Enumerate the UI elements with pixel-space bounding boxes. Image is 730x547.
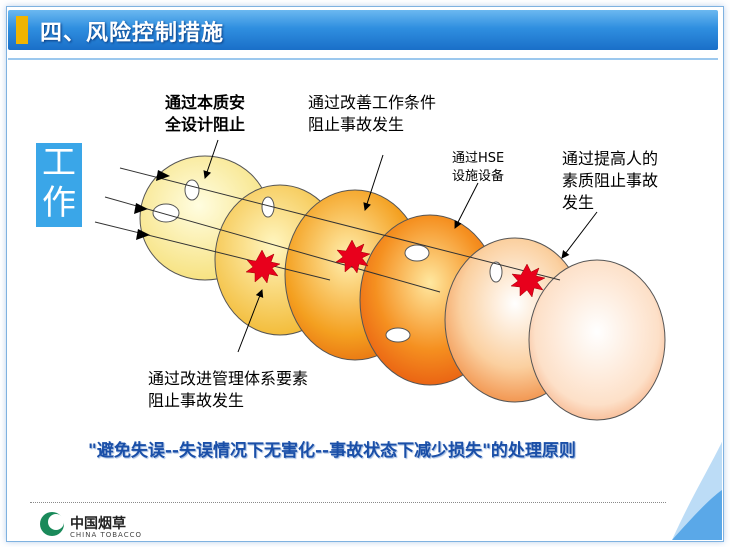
logo-inner	[48, 514, 64, 530]
principle-statement: "避免失误--失误情况下无害化--事故状态下减少损失"的处理原则	[88, 441, 576, 461]
pointer-arrow	[203, 139, 219, 179]
page-curl	[672, 442, 722, 540]
label-management-system: 通过改进管理体系要素 阻止事故发生	[148, 368, 308, 412]
page-title: 四、风险控制措施	[40, 21, 225, 46]
label-line: 阻止事故发生	[308, 115, 405, 134]
title-bar	[8, 10, 718, 50]
hole	[184, 179, 200, 201]
accident-spark-icon	[335, 239, 371, 274]
title-underline	[8, 58, 718, 60]
hazard-arrow-head	[134, 203, 148, 214]
label-line: 阻止事故发生	[148, 391, 245, 410]
pointer-arrow	[561, 211, 598, 259]
pointer-arrow	[454, 182, 479, 229]
work-label-line1: 工	[42, 143, 76, 183]
accident-spark-icon	[245, 249, 281, 284]
label-line: 通过提高人的	[562, 149, 659, 168]
footer-divider	[30, 502, 666, 503]
pointer-arrow	[237, 289, 264, 353]
work-label-line2: 作	[42, 183, 76, 223]
label-work-conditions: 通过改善工作条件 阻止事故发生	[308, 92, 436, 136]
hole	[152, 203, 180, 223]
accident-spark-icon	[510, 263, 546, 298]
label-line: 设施设备	[452, 169, 505, 184]
label-line: 通过HSE	[452, 151, 505, 166]
label-inherent-design: 通过本质安 全设计阻止	[165, 92, 245, 136]
label-line: 通过改善工作条件	[308, 93, 437, 112]
label-line: 通过改进管理体系要素	[148, 369, 309, 388]
label-line: 通过本质安	[165, 93, 246, 112]
label-line: 全设计阻止	[165, 115, 246, 134]
hole	[489, 261, 503, 283]
pointer-arrow	[363, 154, 384, 211]
hazard-arrow-head	[156, 170, 170, 181]
label-human-quality: 通过提高人的 素质阻止事故 发生	[562, 148, 658, 214]
label-hse-facilities: 通过HSE 设施设备	[452, 150, 504, 186]
logo-text: 中国烟草	[70, 516, 126, 532]
hazard-trajectory	[119, 167, 561, 281]
barrier-slice-6	[528, 259, 666, 421]
page-curl	[672, 442, 722, 540]
work-side-box: 工 作	[36, 143, 82, 227]
hazard-trajectory	[104, 196, 441, 293]
hazard-arrow-head	[136, 229, 150, 240]
hole	[404, 244, 430, 262]
label-line: 发生	[562, 193, 595, 212]
hole	[385, 327, 411, 343]
label-line: 素质阻止事故	[562, 171, 659, 190]
title-accent	[16, 16, 28, 44]
logo-subtext: CHINA TOBACCO	[70, 531, 143, 539]
hazard-trajectory	[94, 221, 331, 281]
